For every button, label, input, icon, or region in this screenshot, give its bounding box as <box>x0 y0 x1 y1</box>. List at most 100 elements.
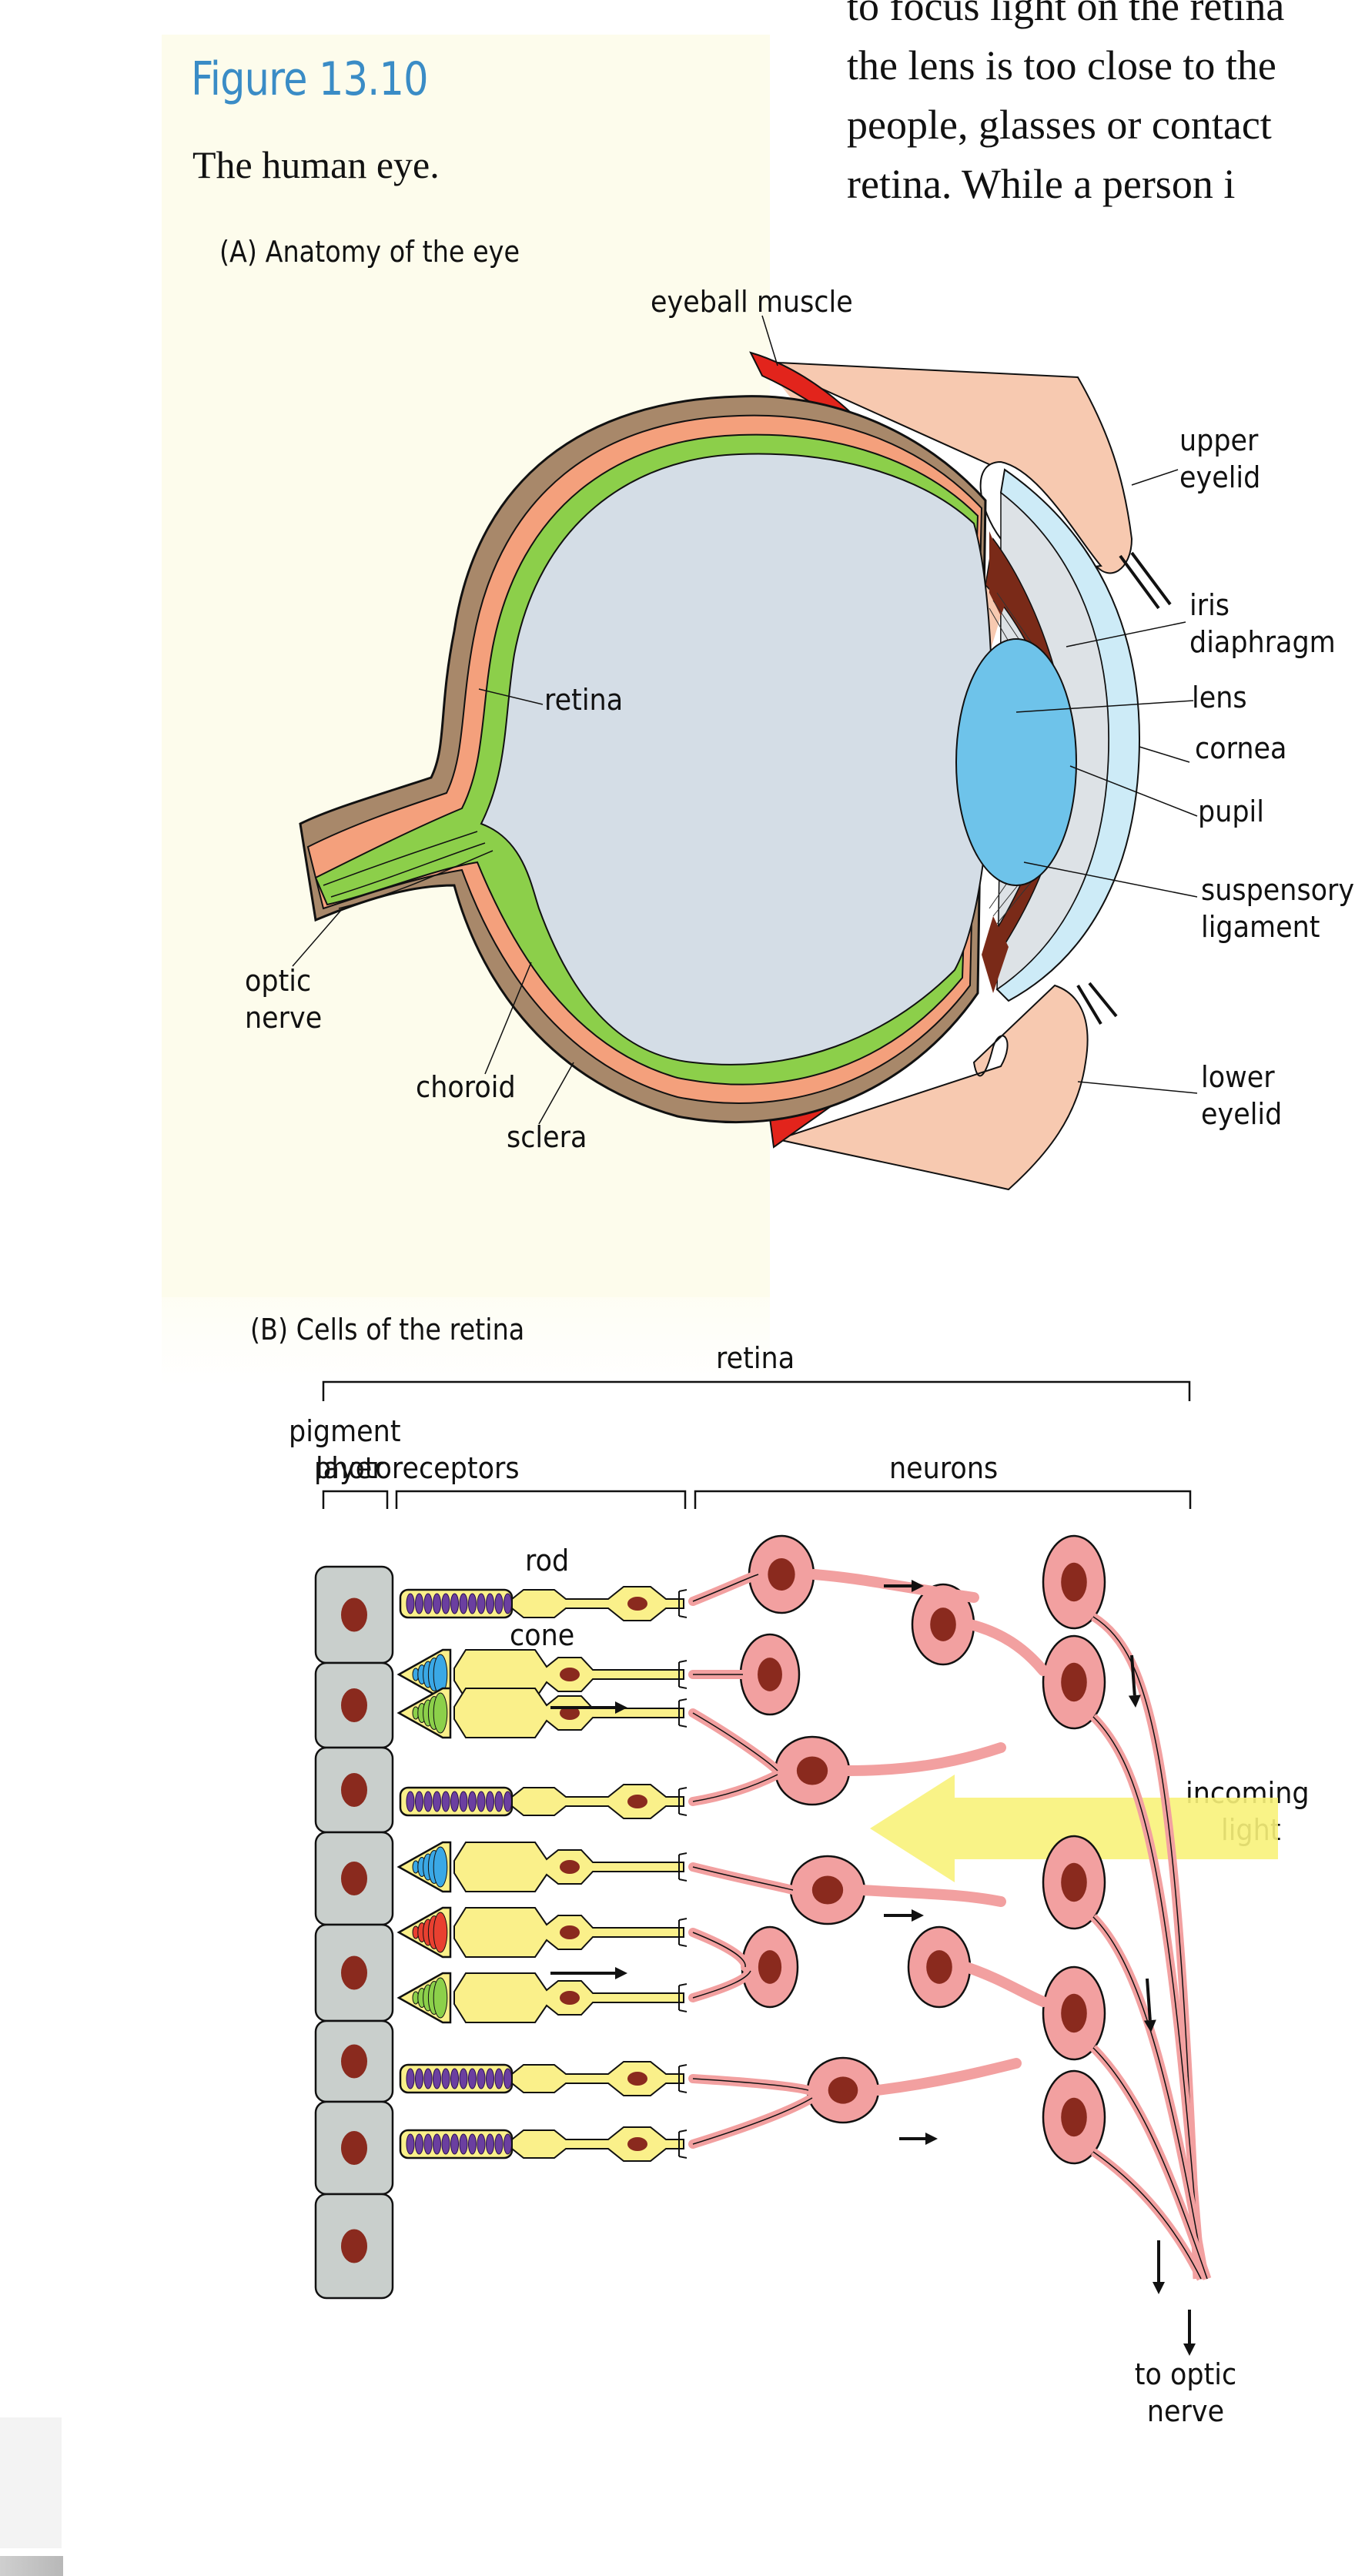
neuron-process <box>961 1962 1049 2007</box>
label-eyeball-muscle: eyeball muscle <box>651 285 853 319</box>
bipolar-dendrite <box>688 2074 813 2095</box>
label-retina: retina <box>544 683 624 717</box>
label-cornea: cornea <box>1195 731 1287 765</box>
cone-cell <box>396 1906 688 1959</box>
rod-disc <box>415 1593 423 1614</box>
ganglion-axon-outline <box>1092 1616 1198 2280</box>
label-suspensory-line2: ligament <box>1201 910 1320 944</box>
neuron-nucleus <box>758 1950 782 1984</box>
label-optic-line1: optic <box>245 964 312 998</box>
neuron-nucleus <box>1061 2097 1087 2137</box>
neuron-process <box>965 1619 1049 1676</box>
signal-arrow-head <box>1143 2019 1156 2032</box>
cone-nucleus <box>560 1925 580 1939</box>
label-optic-nerve: optic nerve <box>245 962 322 1036</box>
rod-disc <box>450 1791 459 1812</box>
label-to-optic-line2: nerve <box>1146 2394 1225 2428</box>
scan-edge-smudge <box>0 2417 62 2548</box>
label-iris-diaphragm: iris diaphragm <box>1189 587 1336 661</box>
label-retina-bracket: retina <box>716 1341 795 1375</box>
rod-disc <box>477 2133 486 2155</box>
rod-disc <box>494 1593 504 1614</box>
figure-caption: The human eye. <box>192 143 440 186</box>
bipolar-dendrite-outline <box>692 1574 759 1602</box>
label-pigment-line1: pigment <box>289 1414 401 1448</box>
synaptic-terminal <box>678 1918 688 1947</box>
bracket-neurons <box>694 1490 1192 1509</box>
bipolar-dendrite-outline <box>692 1866 794 1891</box>
rod-disc <box>450 2068 459 2089</box>
bipolar-dendrite-outline <box>692 1774 778 1802</box>
rod-disc <box>494 2068 504 2089</box>
rod-disc <box>423 1791 433 1812</box>
neuron-nucleus <box>828 2076 858 2104</box>
cone-nucleus <box>560 1991 580 2005</box>
label-upper-eyelid-line2: eyelid <box>1179 460 1261 494</box>
rod-disc <box>504 2133 512 2155</box>
lens <box>955 638 1077 886</box>
rod-disc <box>486 2133 494 2155</box>
cone-disc <box>433 1846 448 1888</box>
pigment-cell-nucleus <box>341 2131 367 2165</box>
neuron-process <box>841 1742 1006 1776</box>
body-text-line: people, glasses or contact <box>847 102 1272 148</box>
rod-cell <box>399 2061 688 2096</box>
pigment-cell-nucleus <box>341 1597 367 1632</box>
rod-disc <box>406 1791 415 1812</box>
signal-arrow-shaft <box>1146 1978 1152 2021</box>
pigment-cell-nucleus <box>341 2229 367 2263</box>
label-pigment-line2: layer <box>315 1451 383 1485</box>
rod-disc <box>459 2068 468 2089</box>
label-photoreceptors: photoreceptors <box>314 1451 520 1485</box>
rod-disc <box>468 1593 477 1614</box>
neuron-nucleus <box>1061 1662 1087 1702</box>
signal-arrow-head <box>912 1580 924 1592</box>
neuron-nucleus <box>796 1756 828 1785</box>
neuron-nucleus <box>930 1607 956 1641</box>
caption-panel-fade <box>162 1232 770 1386</box>
neuron-layer <box>688 1534 1212 2281</box>
pigment-layer <box>314 1565 394 2300</box>
neuron-process <box>872 2058 1022 2096</box>
label-to-optic-line1: to optic <box>1134 2357 1237 2391</box>
label-pupil: pupil <box>1198 795 1264 828</box>
rod-disc <box>494 1791 504 1812</box>
rod-disc <box>459 1593 468 1614</box>
rod-disc <box>459 2133 468 2155</box>
neuron-nucleus <box>758 1658 782 1691</box>
neuron-nucleus <box>1061 1993 1087 2033</box>
rod-disc <box>468 2133 477 2155</box>
synaptic-terminal <box>678 1698 688 1728</box>
label-suspensory-line1: suspensory <box>1201 873 1355 907</box>
ciliary-body-upper <box>989 531 1012 616</box>
synaptic-terminal <box>678 1589 688 1618</box>
synaptic-terminal <box>678 1983 688 2012</box>
ganglion-axon-outline <box>1092 2151 1202 2280</box>
cone-cell <box>396 1687 688 1739</box>
label-lens: lens <box>1192 681 1247 714</box>
label-lower-eyelid-line1: lower <box>1201 1060 1275 1094</box>
synaptic-terminal <box>678 2064 688 2093</box>
neuron-process <box>857 1885 1006 1907</box>
synaptic-terminal <box>678 1852 688 1882</box>
body-text-line: to focus light on the retina <box>847 0 1285 29</box>
photoreceptor-layer <box>396 1586 688 2162</box>
rod-disc <box>406 2068 415 2089</box>
signal-arrow-head <box>615 1967 627 1979</box>
ganglion-axon-outline <box>1092 2047 1208 2280</box>
bipolar-dendrite <box>688 1966 755 2002</box>
rod-disc <box>477 1791 486 1812</box>
rod-cell <box>399 1784 688 1819</box>
rod-disc <box>494 2133 504 2155</box>
neuron-nucleus <box>811 1875 844 1905</box>
label-iris-line2: diaphragm <box>1189 625 1336 659</box>
rod-disc <box>406 2133 415 2155</box>
bipolar-dendrite-outline <box>692 2097 813 2145</box>
signal-arrows <box>550 1580 1196 2356</box>
neuron-nucleus <box>926 1950 952 1984</box>
to-optic-nerve-arrow-head <box>1183 2343 1196 2356</box>
cone-nucleus <box>560 1668 580 1681</box>
label-cone: cone <box>510 1618 575 1652</box>
label-sclera: sclera <box>507 1120 587 1154</box>
